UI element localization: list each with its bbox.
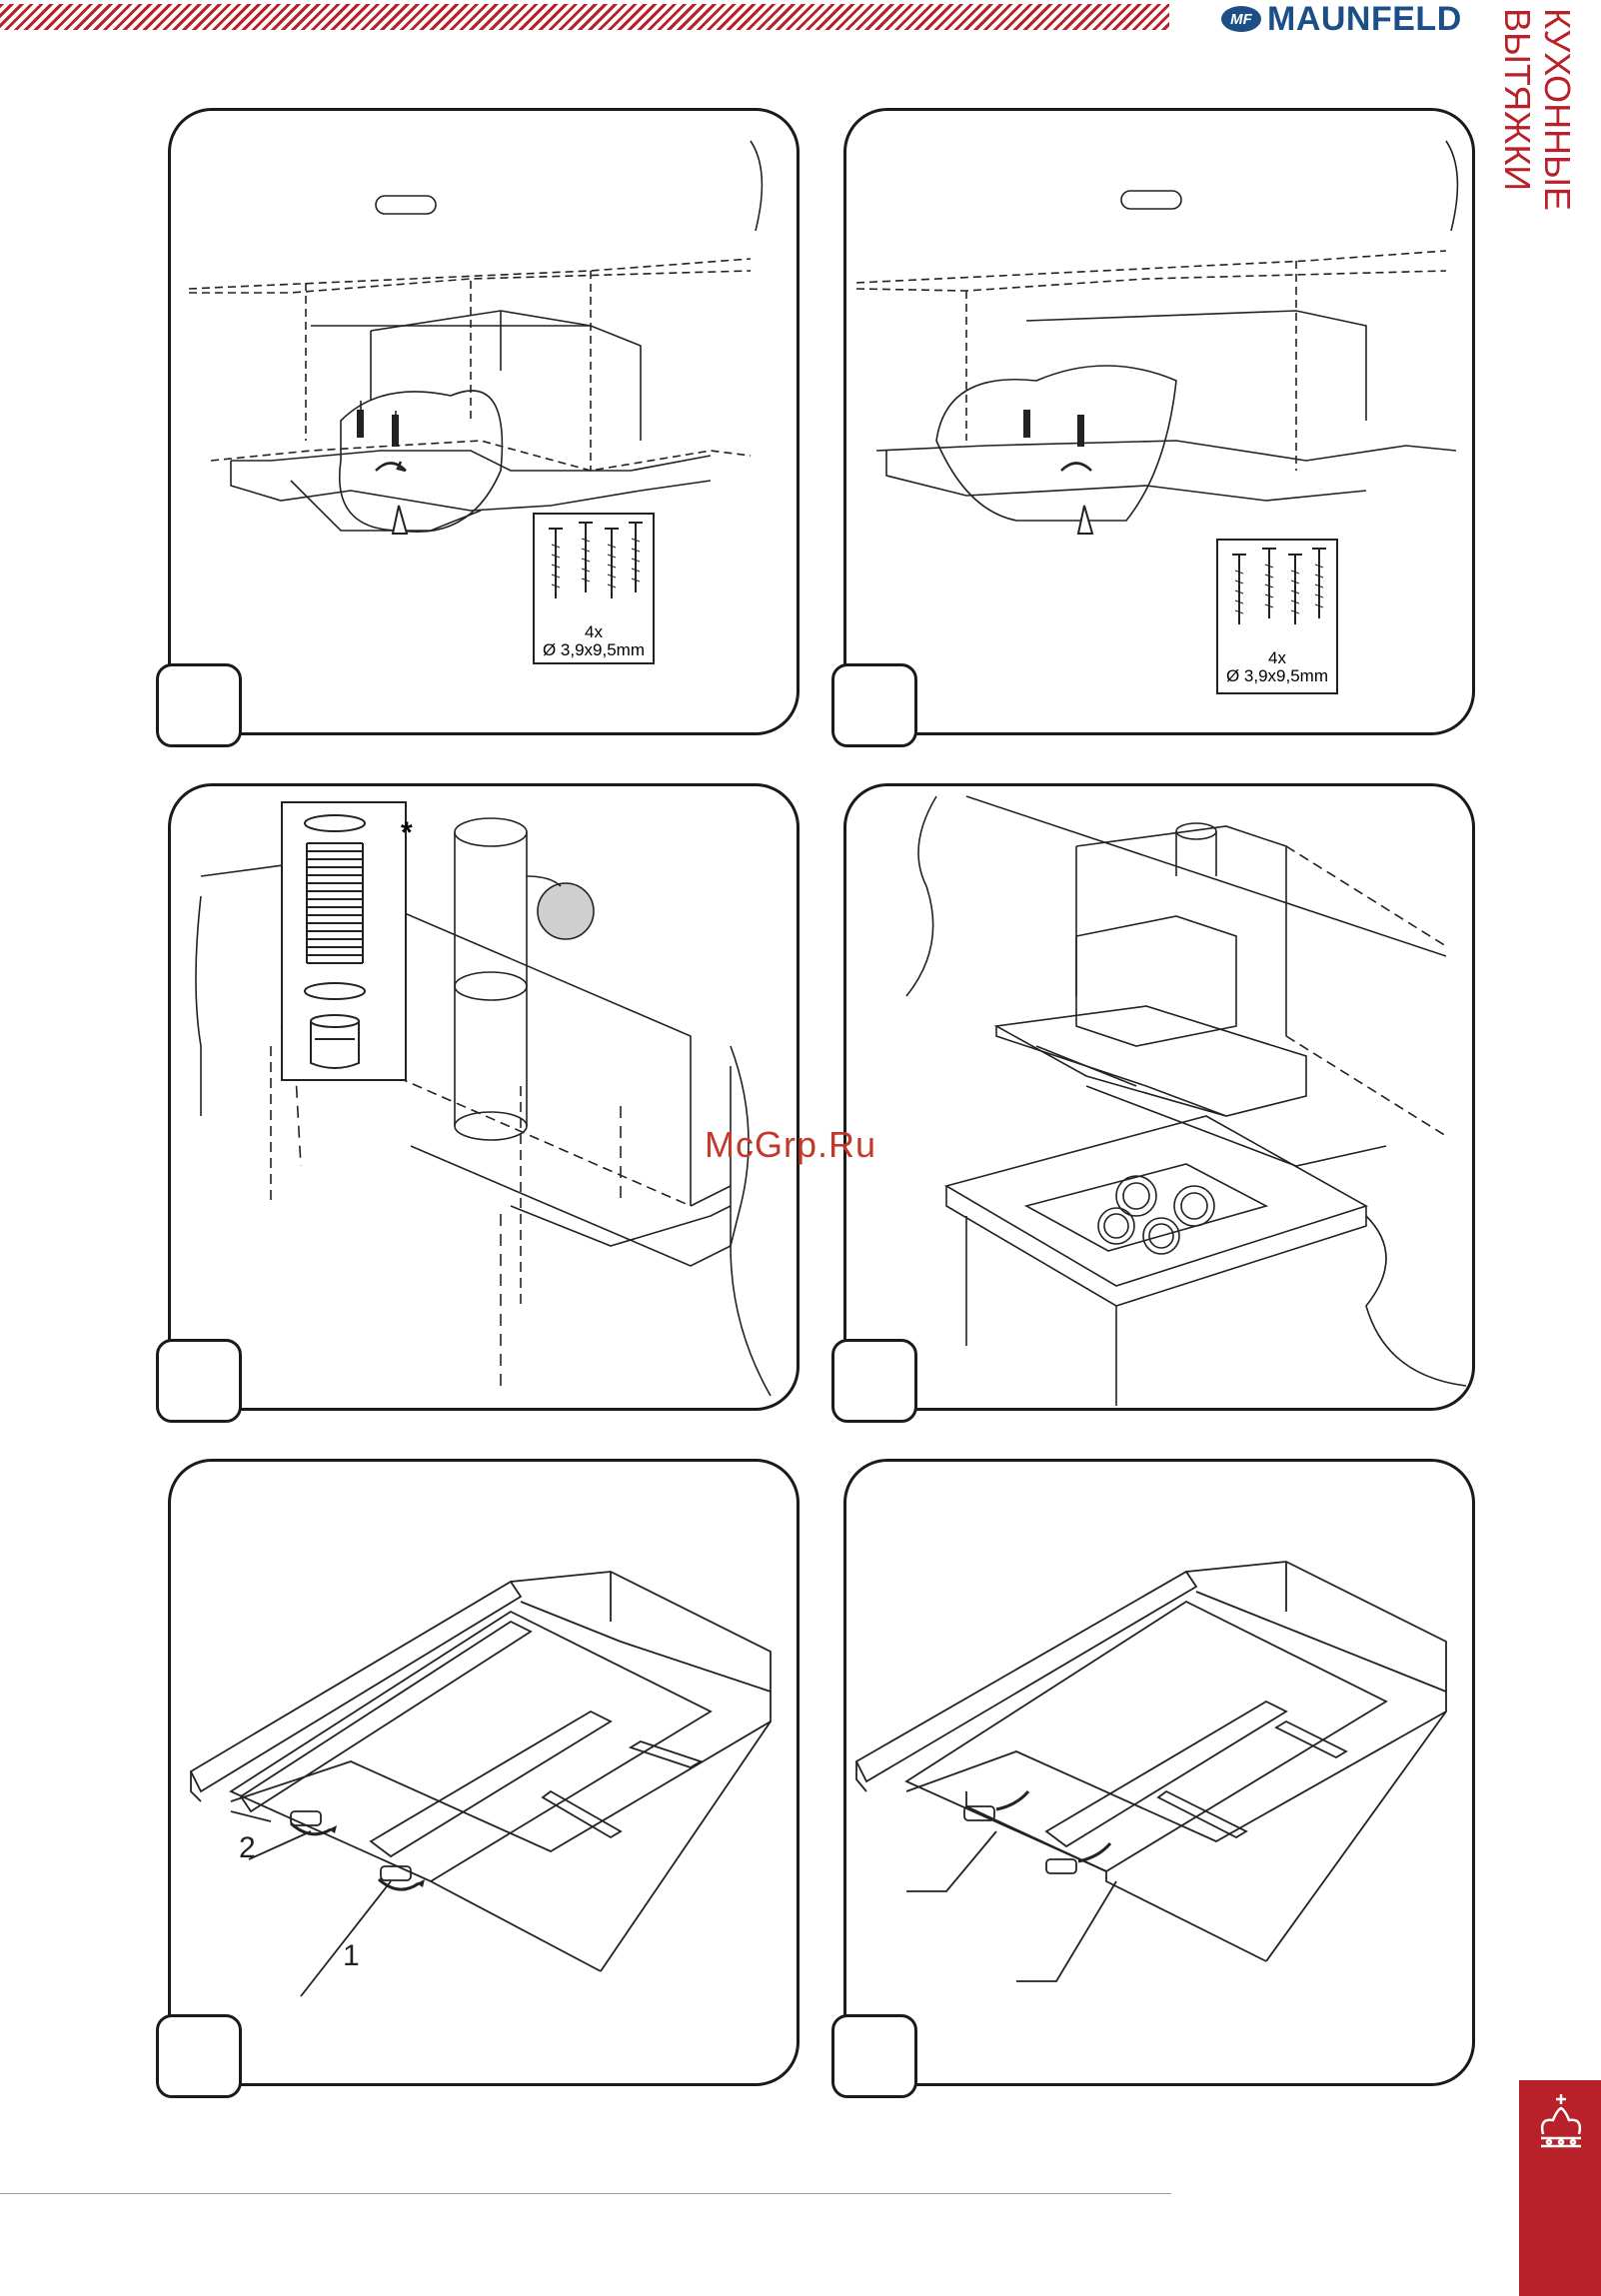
step-number-box-4 [831, 1339, 917, 1423]
inset-asterisk: * [401, 816, 413, 850]
crown-icon [1529, 2090, 1593, 2170]
header-hatch-bar [0, 4, 1169, 30]
watermark-text: McGrp.Ru [705, 1124, 876, 1166]
screw-size: Ø 3,9x9,5mm [535, 640, 653, 660]
section-title: КУХОННЫЕ ВЫТЯЖКИ [1537, 8, 1577, 328]
callout-label: 1 [343, 1939, 360, 1973]
screw-icon [535, 515, 653, 618]
step-panel-2: 4x Ø 3,9x9,5mm [843, 108, 1475, 735]
step-panel-6 [843, 1459, 1475, 2086]
step-panel-1: 4x Ø 3,9x9,5mm [168, 108, 800, 735]
installed-hood-above-hob-illustration [846, 786, 1475, 1411]
screw-size: Ø 3,9x9,5mm [1218, 666, 1336, 686]
step-number-box-5 [156, 2014, 242, 2098]
step-panel-5: 2 1 [168, 1459, 800, 2086]
callout-label: 2 [239, 1831, 256, 1865]
step-number-box-1 [156, 663, 242, 747]
brand-mark-icon: MF [1221, 6, 1261, 32]
footer-rule [0, 2193, 1171, 2194]
step-panel-4 [843, 783, 1475, 1411]
brand-logo: MF MAUNFELD [1221, 0, 1501, 38]
cabinet-mounting-illustration [846, 111, 1475, 735]
screw-spec-box: 4x Ø 3,9x9,5mm [1216, 539, 1338, 694]
step-panel-3: * [168, 783, 800, 1411]
screw-spec-box: 4x Ø 3,9x9,5mm [533, 513, 655, 664]
screw-icon [1218, 541, 1336, 644]
duct-connection-illustration [171, 786, 800, 1411]
flexible-duct-icon [283, 803, 405, 1079]
brand-name: MAUNFELD [1267, 0, 1462, 39]
cabinet-mounting-illustration [171, 111, 800, 735]
duct-parts-inset [281, 801, 407, 1081]
filter-removal-illustration [846, 1462, 1475, 2086]
step-number-box-3 [156, 1339, 242, 1423]
screw-quantity: 4x [1218, 648, 1336, 668]
step-number-box-2 [831, 663, 917, 747]
filter-removal-illustration [171, 1462, 800, 2086]
step-number-box-6 [831, 2014, 917, 2098]
screw-quantity: 4x [535, 622, 653, 642]
